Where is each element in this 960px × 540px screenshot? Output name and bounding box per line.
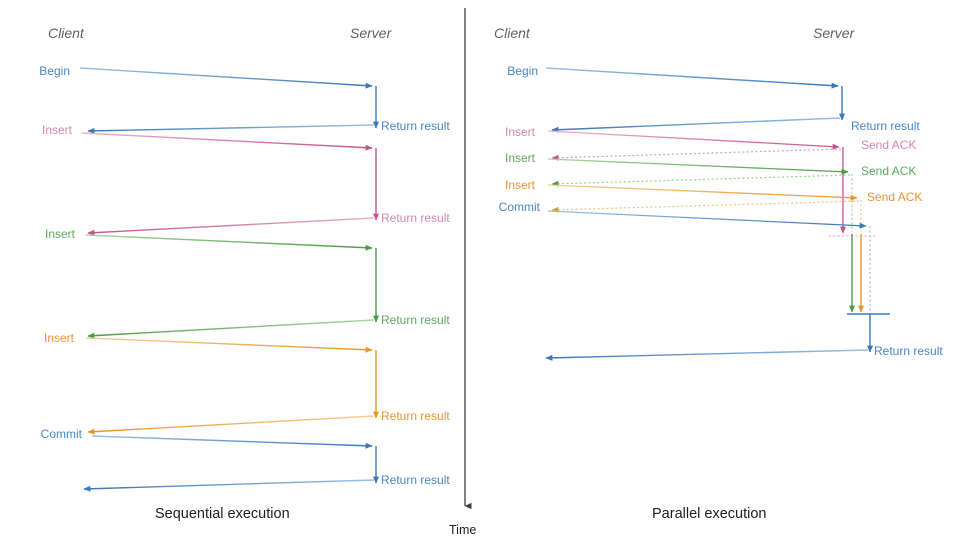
arrow-commit-reply-right	[545, 349, 869, 361]
exchange-insert-2-right	[547, 158, 855, 313]
arrow-begin-request-right	[545, 67, 839, 89]
caption-sequential: Sequential execution	[155, 506, 290, 522]
client-label-insert1-left: Insert	[42, 123, 73, 137]
arrow-insert1-request-right	[547, 130, 840, 150]
lane-title-client-right: Client	[494, 25, 531, 41]
client-label-commit-left: Commit	[41, 427, 83, 441]
exchange-insert-3-right	[547, 184, 864, 313]
arrow-insert2-reply	[87, 319, 375, 339]
exchange-commit-right	[545, 210, 890, 361]
server-label-return-2-left: Return result	[381, 211, 450, 225]
exchange-insert-1-right	[547, 130, 875, 237]
server-label-return-3-left: Return result	[381, 313, 450, 327]
arrow-commit-request	[91, 435, 373, 449]
exchange-insert-1-left	[81, 132, 379, 236]
arrow-begin-reply-right	[551, 117, 841, 133]
lane-title-server-right: Server	[813, 25, 856, 41]
arrow-begin-reply	[87, 124, 375, 134]
client-label-begin-right: Begin	[507, 64, 538, 78]
arrow-insert2-request	[85, 234, 373, 251]
client-label-commit-right: Commit	[499, 200, 541, 214]
arrow-insert2-ack-right	[551, 174, 851, 187]
exchange-commit-left	[83, 435, 379, 492]
server-label-ack-2-right: Send ACK	[861, 164, 916, 178]
arrow-commit-request-right	[547, 210, 867, 229]
arrow-begin-request	[79, 67, 373, 89]
arrow-insert3-request	[85, 337, 373, 353]
client-label-insert3-right: Insert	[505, 178, 536, 192]
server-label-return-5-left: Return result	[381, 473, 450, 487]
lane-title-server-left: Server	[350, 25, 393, 41]
arrow-insert1-request	[81, 132, 373, 151]
server-label-return-2-right: Return result	[874, 344, 943, 358]
arrow-insert1-ack-right	[551, 148, 842, 161]
server-label-return-1-right: Return result	[851, 119, 920, 133]
client-label-insert3-left: Insert	[44, 331, 75, 345]
client-label-insert2-left: Insert	[45, 227, 76, 241]
arrow-insert1-reply	[87, 217, 375, 236]
panel-sequential: Client Server	[39, 25, 450, 522]
exchange-insert-3-left	[85, 337, 379, 435]
arrow-commit-reply	[83, 479, 375, 492]
arrow-insert3-request-right	[547, 184, 858, 201]
panel-parallel: Client Server	[494, 25, 943, 522]
client-label-begin-left: Begin	[39, 64, 70, 78]
exchange-begin-left	[79, 67, 379, 134]
client-label-insert2-right: Insert	[505, 151, 536, 165]
exchange-begin-right	[545, 67, 845, 133]
client-label-insert1-right: Insert	[505, 125, 536, 139]
time-axis: Time	[449, 8, 476, 537]
lane-title-client-left: Client	[48, 25, 85, 41]
server-label-ack-1-right: Send ACK	[861, 138, 916, 152]
server-label-return-4-left: Return result	[381, 409, 450, 423]
arrow-insert3-ack-right	[551, 200, 860, 213]
arrow-insert3-reply	[87, 415, 375, 435]
caption-parallel: Parallel execution	[652, 506, 766, 522]
arrow-insert2-request-right	[547, 158, 849, 175]
time-axis-label: Time	[449, 523, 476, 537]
server-label-return-1-left: Return result	[381, 119, 450, 133]
exchange-insert-2-left	[85, 234, 379, 339]
server-label-ack-3-right: Send ACK	[867, 190, 922, 204]
